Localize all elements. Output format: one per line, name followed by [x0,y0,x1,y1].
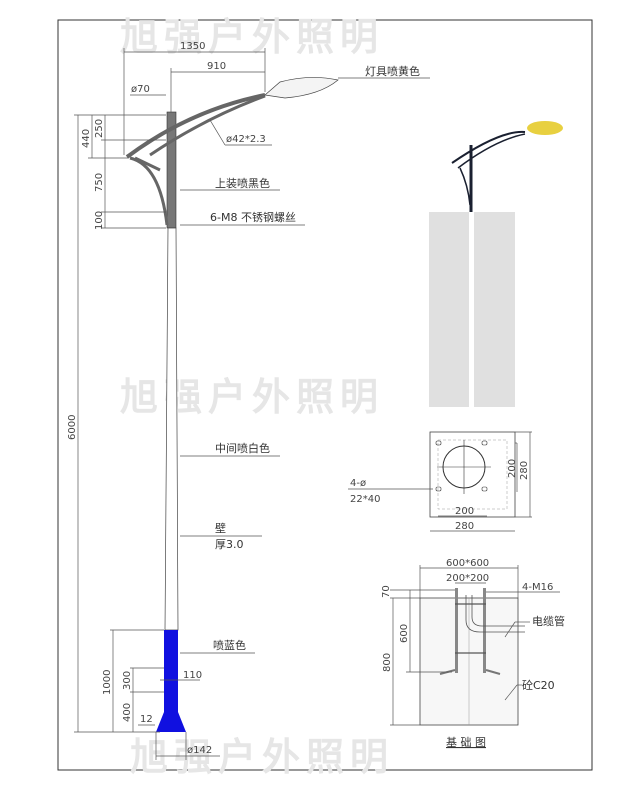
dim-total-height: 6000 [67,415,78,440]
plate-outer-width: 280 [455,521,474,532]
dim-600: 600 [399,624,410,643]
arm-brace [129,156,169,226]
dim-base-dia: ø142 [187,745,212,756]
dim-750: 750 [94,173,105,192]
arm-dimensions [74,48,430,760]
foundation-size: 600*600 [446,558,489,569]
dim-800: 800 [382,653,393,672]
label-screws: 6-M8 不锈钢螺丝 [210,211,296,224]
pole-dimension-text: 1350 910 ø70 ø42*2.3 6000 440 250 750 10… [67,41,266,756]
dim-1000: 1000 [102,670,113,695]
watermark-middle: 旭强户外照明 [120,375,384,419]
bolt-spacing: 200*200 [446,573,489,584]
label-lamp-color: 灯具喷黄色 [365,64,420,78]
label-wall: 壁 [215,521,226,535]
dim-arm-reach: 910 [207,61,226,72]
pole-elevation [125,77,339,732]
dim-arm-tube: ø42*2.3 [226,134,266,145]
pole-labels: 灯具喷黄色 上装喷黑色 6-M8 不锈钢螺丝 中间喷白色 壁 厚3.0 喷蓝色 [210,64,420,652]
dim-100: 100 [94,211,105,230]
pole-middle-white [164,227,179,631]
bolts-label: 4-M16 [522,582,553,593]
drawing-frame [57,19,593,771]
foundation-title: 基 础 图 [446,736,486,749]
dim-440: 440 [81,129,92,148]
dim-250: 250 [94,119,105,138]
watermark-bottom: 旭强户外照明 [130,735,394,779]
holes-label-2: 22*40 [350,494,380,505]
base-plate-top-view: 4-ø 22*40 200 280 200 280 [348,431,532,532]
lamp-photo-head [527,121,563,135]
arm-upper [125,93,266,159]
label-bottom-color: 喷蓝色 [213,638,246,652]
cable-pipe [465,595,525,633]
watermark-top: 旭强户外照明 [120,15,384,59]
dim-12: 12 [140,714,153,725]
label-middle-color: 中间喷白色 [215,441,270,455]
concrete-label: 砼C20 [522,679,555,692]
plate-inner-height: 200 [507,459,518,478]
label-thickness: 厚3.0 [215,538,244,551]
dim-110: 110 [183,670,202,681]
dim-arm-span: 1350 [180,41,205,52]
product-photo [429,121,563,407]
cable-pipe-label: 电缆管 [532,614,565,628]
dim-400: 400 [122,703,133,722]
dim-70: 70 [381,585,392,598]
pole-base-blue [156,630,186,732]
dim-300: 300 [122,671,133,690]
lamp-head [264,77,339,99]
foundation-section: 600*600 200*200 4-M16 电缆管 砼C20 70 600 80… [381,558,565,749]
dim-pole-top-dia: ø70 [131,84,150,95]
holes-label-1: 4-ø [350,478,366,489]
plate-outer-height: 280 [519,461,530,480]
label-upper-color: 上装喷黑色 [215,176,270,190]
plate-inner-width: 200 [455,506,474,517]
